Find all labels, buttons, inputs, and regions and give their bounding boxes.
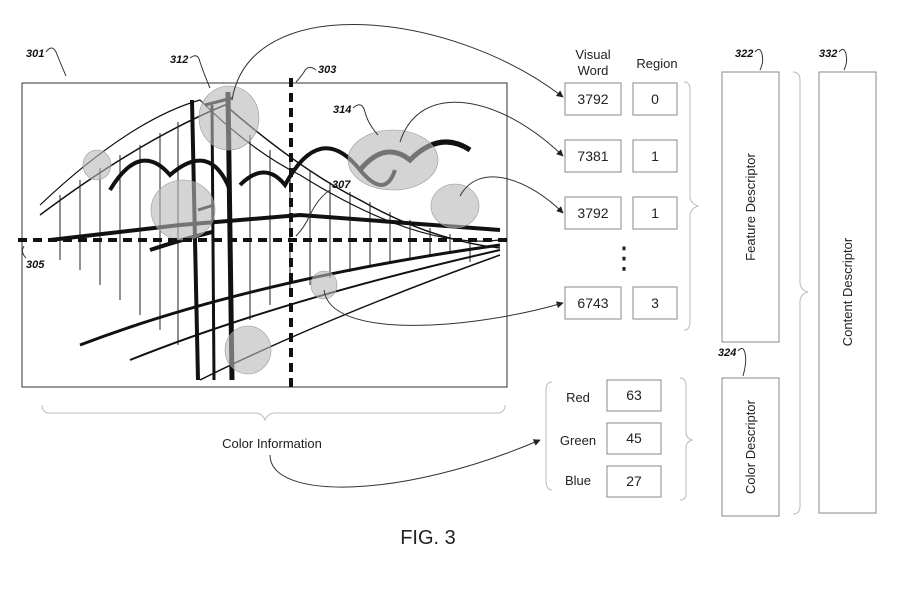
patch-arrows	[231, 24, 564, 326]
patch-ellipse	[224, 325, 272, 375]
patch-ellipse-312	[198, 85, 260, 151]
color-value: 63	[626, 387, 642, 403]
leader-314	[352, 104, 379, 136]
color-label: Blue	[565, 473, 591, 488]
leader-307	[295, 189, 331, 237]
arrow-to-row-3	[459, 176, 564, 214]
leader-301	[45, 47, 67, 77]
leader-322	[754, 48, 764, 71]
color-left-brace	[545, 381, 553, 491]
leader-324	[737, 347, 747, 377]
header-region: Region	[636, 56, 677, 71]
word-value: 6743	[577, 295, 608, 311]
word-value: 3792	[577, 205, 608, 221]
region-cell	[632, 82, 678, 116]
color-information-label: Color Information	[222, 436, 322, 451]
arrow-to-row-2	[399, 101, 564, 157]
patch-ellipse	[310, 270, 338, 300]
region-value: 3	[651, 295, 659, 311]
arrow-to-row-1	[231, 24, 564, 101]
content-brace	[792, 71, 809, 515]
region-value: 1	[651, 205, 659, 221]
ref-314: 314	[333, 104, 351, 116]
color-information-brace	[41, 404, 506, 422]
feature-descriptor-label: Feature Descriptor	[743, 153, 758, 261]
region-value: 1	[651, 148, 659, 164]
feature-descriptor-box	[721, 71, 780, 343]
header-visual: Visual	[575, 47, 610, 62]
color-right-brace	[679, 377, 694, 501]
word-cell	[564, 82, 622, 116]
leader-312	[189, 55, 211, 89]
word-value: 7381	[577, 148, 608, 164]
content-descriptor-box	[818, 71, 877, 514]
leader-332	[838, 48, 848, 71]
color-label: Green	[560, 433, 596, 448]
ref-312: 312	[170, 54, 188, 66]
patch-ellipse	[430, 183, 480, 229]
word-cell	[564, 139, 622, 173]
color-descriptor-box	[721, 377, 780, 517]
patch-ellipse	[150, 179, 216, 241]
ref-332: 332	[819, 48, 837, 60]
region-cell	[632, 139, 678, 173]
leader-305	[21, 245, 27, 259]
feature-brace	[683, 81, 700, 331]
figure-caption: FIG. 3	[400, 527, 456, 549]
ref-322: 322	[735, 48, 753, 60]
color-value: 27	[626, 473, 642, 489]
bridge-image	[18, 78, 508, 390]
header-word: Word	[578, 63, 609, 78]
ref-305: 305	[26, 259, 45, 271]
region-value: 0	[651, 91, 659, 107]
color-descriptor-label: Color Descriptor	[743, 399, 758, 494]
color-value-cell	[606, 422, 662, 455]
region-cell	[632, 196, 678, 230]
color-value-cell	[606, 465, 662, 498]
patch-ellipse	[82, 149, 112, 181]
content-descriptor-label: Content Descriptor	[840, 237, 855, 346]
color-value-cell	[606, 379, 662, 412]
color-table: Red 63 Green 45 Blue 27	[545, 377, 694, 501]
ref-303: 303	[318, 64, 336, 76]
ref-324: 324	[718, 347, 736, 359]
arrow-to-row-4	[323, 289, 564, 326]
color-value: 45	[626, 430, 642, 446]
ref-307: 307	[332, 179, 351, 191]
patch-ellipse-314	[347, 129, 439, 191]
ref-301: 301	[26, 48, 44, 60]
word-cell	[564, 196, 622, 230]
ellipsis-dots: ⋮	[609, 241, 639, 276]
word-value: 3792	[577, 91, 608, 107]
feature-table: 3792 0 7381 1 3792 1 ⋮ 6743 3	[564, 82, 678, 320]
word-cell	[564, 286, 622, 320]
color-information-arrow	[269, 439, 541, 488]
region-cell	[632, 286, 678, 320]
leader-303	[295, 66, 317, 83]
color-label: Red	[566, 390, 590, 405]
